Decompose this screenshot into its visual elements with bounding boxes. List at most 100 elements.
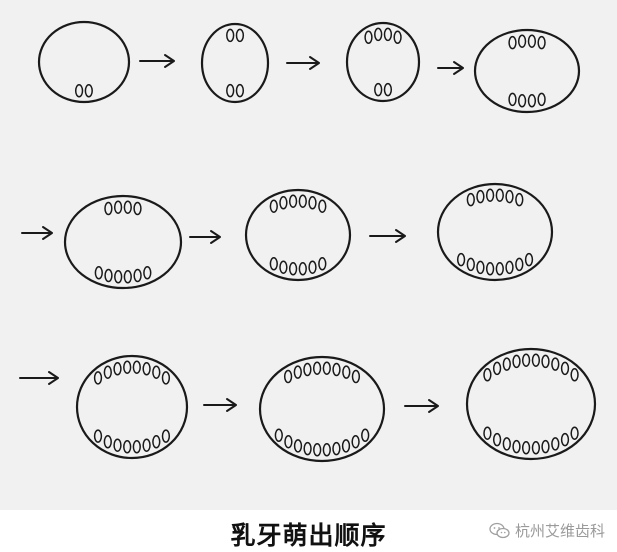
lower-tooth — [467, 258, 474, 270]
lower-tooth — [275, 429, 282, 441]
lower-tooth — [270, 258, 277, 270]
lower-tooth — [280, 261, 287, 273]
lower-tooth — [385, 84, 392, 96]
mouth-stage — [438, 184, 552, 280]
mouth-stage — [202, 24, 268, 102]
lower-tooth — [562, 434, 569, 446]
upper-tooth — [494, 362, 501, 374]
lower-tooth — [519, 95, 526, 107]
hand-drawn-sketch — [0, 0, 617, 510]
arrow-icon — [20, 372, 58, 384]
upper-tooth — [484, 369, 491, 381]
mouth-outline — [347, 23, 419, 101]
upper-tooth — [538, 37, 545, 49]
upper-tooth — [529, 35, 536, 47]
upper-tooth — [323, 362, 330, 374]
arrow-icon — [190, 231, 220, 243]
upper-tooth — [237, 29, 244, 41]
upper-tooth — [487, 189, 494, 201]
lower-tooth — [309, 261, 316, 273]
lower-tooth — [144, 267, 151, 279]
upper-tooth — [134, 203, 141, 215]
lower-tooth — [105, 270, 112, 282]
lower-tooth — [333, 443, 340, 455]
lower-tooth — [533, 442, 540, 454]
upper-tooth — [304, 364, 311, 376]
lower-tooth — [503, 438, 510, 450]
mouth-stage — [65, 196, 181, 288]
lower-tooth — [552, 438, 559, 450]
mouth-stage — [475, 30, 579, 112]
arrow-icon — [438, 62, 463, 74]
arrow-icon — [204, 399, 236, 411]
lower-tooth — [484, 427, 491, 439]
lower-tooth — [494, 434, 501, 446]
upper-tooth — [516, 194, 523, 206]
upper-tooth — [133, 361, 140, 373]
lower-tooth — [124, 441, 131, 453]
upper-tooth — [477, 191, 484, 203]
upper-tooth — [533, 354, 540, 366]
upper-tooth — [365, 31, 372, 43]
lower-tooth — [319, 258, 326, 270]
mouth-outline — [202, 24, 268, 102]
arrow-icon — [140, 55, 174, 67]
lower-tooth — [304, 443, 311, 455]
lower-tooth — [458, 254, 465, 266]
lower-tooth — [104, 436, 111, 448]
lower-tooth — [375, 84, 382, 96]
mouth-stage — [467, 349, 595, 459]
upper-tooth — [496, 189, 503, 201]
mouth-stage — [39, 22, 129, 102]
upper-tooth — [333, 364, 340, 376]
upper-tooth — [95, 372, 102, 384]
upper-tooth — [294, 366, 301, 378]
upper-tooth — [105, 203, 112, 215]
lower-tooth — [513, 441, 520, 453]
lower-tooth — [95, 267, 102, 279]
upper-tooth — [115, 201, 122, 213]
lower-tooth — [143, 439, 150, 451]
lower-tooth — [227, 85, 234, 97]
upper-tooth — [314, 362, 321, 374]
upper-tooth — [143, 363, 150, 375]
lower-tooth — [352, 436, 359, 448]
mouth-outline — [39, 22, 129, 102]
lower-tooth — [285, 436, 292, 448]
lower-tooth — [362, 429, 369, 441]
upper-tooth — [299, 195, 306, 207]
upper-tooth — [114, 363, 121, 375]
lower-tooth — [295, 440, 302, 452]
mouth-outline — [65, 196, 181, 288]
lower-tooth — [496, 263, 503, 275]
upper-tooth — [552, 358, 559, 370]
upper-tooth — [227, 29, 234, 41]
upper-tooth — [280, 197, 287, 209]
lower-tooth — [124, 271, 131, 283]
upper-tooth — [523, 354, 530, 366]
mouth-outline — [260, 357, 384, 461]
lower-tooth — [115, 271, 122, 283]
upper-tooth — [542, 355, 549, 367]
watermark: 杭州艾维齿科 — [489, 520, 605, 541]
mouth-outline — [77, 356, 187, 458]
upper-tooth — [163, 372, 170, 384]
wechat-icon — [489, 522, 511, 540]
lower-tooth — [523, 442, 530, 454]
upper-tooth — [124, 361, 131, 373]
upper-tooth — [562, 362, 569, 374]
eruption-diagram — [0, 0, 617, 510]
lower-tooth — [516, 258, 523, 270]
lower-tooth — [237, 85, 244, 97]
lower-tooth — [538, 93, 545, 105]
mouth-group — [39, 22, 595, 461]
lower-tooth — [526, 254, 533, 266]
arrow-icon — [405, 400, 438, 412]
upper-tooth — [285, 371, 292, 383]
upper-tooth — [571, 369, 578, 381]
upper-tooth — [509, 37, 516, 49]
arrow-group — [20, 55, 463, 412]
caption-bar: 乳牙萌出顺序 杭州艾维齿科 — [0, 510, 617, 552]
upper-tooth — [270, 200, 277, 212]
lower-tooth — [95, 430, 102, 442]
